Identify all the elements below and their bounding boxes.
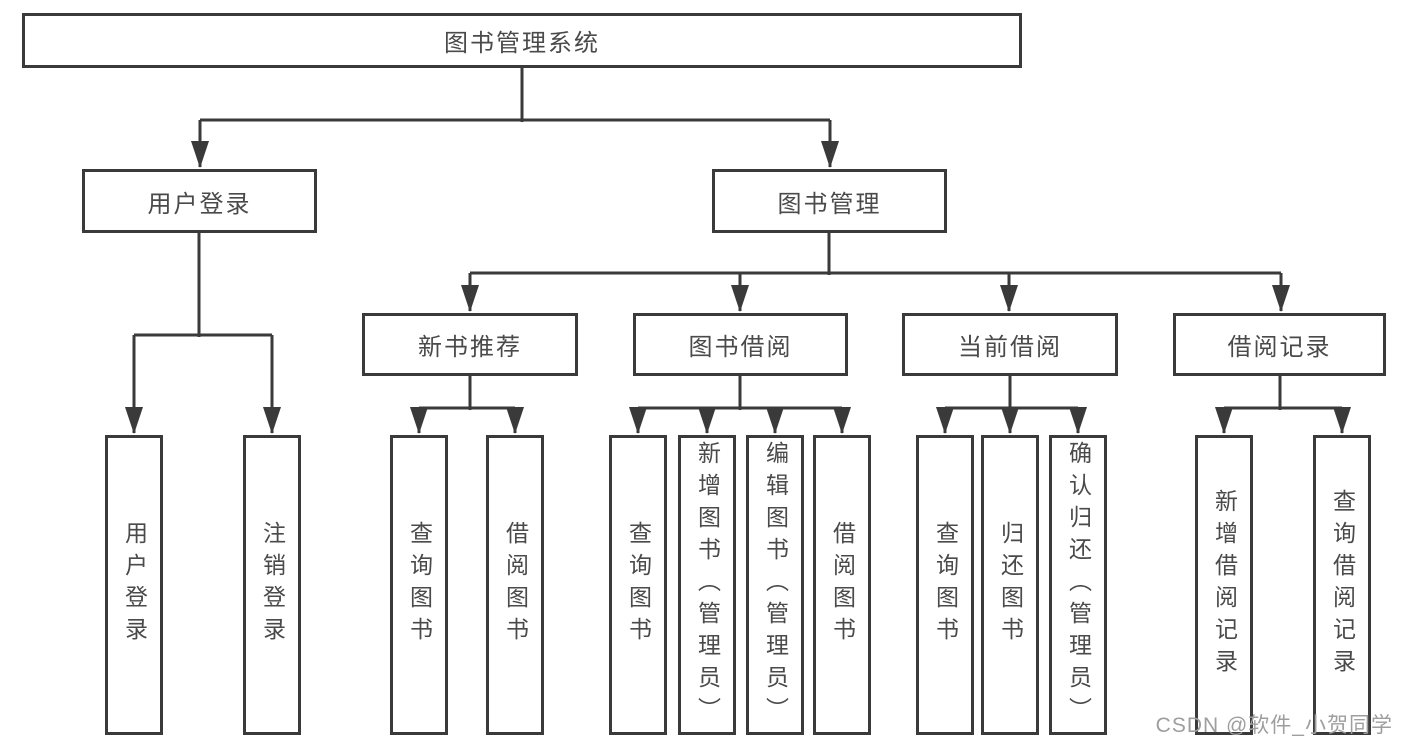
node-label: 图书管理 [777, 190, 882, 218]
node-library-management-system: 图书管理系统 [22, 13, 1022, 68]
leaf-add-books-admin: 新增图书（管理员） [678, 435, 736, 735]
leaf-user-login: 用户登录 [105, 435, 163, 735]
leaf-query-books-recommend: 查询图书 [390, 435, 448, 735]
node-label: 注销登录 [259, 521, 286, 649]
node-label: 用户登录 [147, 190, 252, 218]
leaf-return-books: 归还图书 [981, 435, 1039, 735]
node-label: 确认归还（管理员） [1065, 441, 1092, 729]
leaf-query-borrow-record: 查询借阅记录 [1313, 435, 1371, 735]
leaf-borrow-books-borrowing: 借阅图书 [813, 435, 871, 735]
node-label: 借阅记录 [1227, 334, 1332, 361]
node-label: 用户登录 [121, 521, 148, 649]
node-label: 当前借阅 [958, 334, 1062, 361]
node-label: 查询图书 [932, 521, 959, 649]
leaf-edit-books-admin: 编辑图书（管理员） [746, 435, 804, 735]
node-label: 查询图书 [625, 521, 652, 649]
node-label: 新书推荐 [418, 334, 522, 361]
leaf-confirm-return-admin: 确认归还（管理员） [1049, 435, 1107, 735]
node-label: 新增借阅记录 [1211, 489, 1238, 681]
node-label: 查询图书 [406, 521, 433, 649]
node-label: 查询借阅记录 [1329, 489, 1356, 681]
node-label: 新增图书（管理员） [694, 441, 721, 729]
node-book-borrowing: 图书借阅 [633, 313, 848, 376]
node-current-borrowing: 当前借阅 [902, 313, 1118, 376]
leaf-borrow-books-recommend: 借阅图书 [486, 435, 544, 735]
csdn-watermark: CSDN @软件_小贺同学 [1155, 714, 1393, 737]
leaf-query-books-current: 查询图书 [916, 435, 974, 735]
arrowheads [125, 141, 1351, 434]
node-label: 归还图书 [997, 521, 1024, 649]
leaf-logout-login: 注销登录 [243, 435, 301, 735]
node-label: 借阅图书 [829, 521, 856, 649]
leaf-add-borrow-record: 新增借阅记录 [1195, 435, 1253, 735]
node-new-book-recommendation: 新书推荐 [362, 313, 578, 376]
node-label: 图书管理系统 [444, 30, 600, 57]
node-label: 借阅图书 [502, 521, 529, 649]
leaf-query-books-borrowing: 查询图书 [609, 435, 667, 735]
node-label: 编辑图书（管理员） [762, 441, 789, 729]
node-borrowing-records: 借阅记录 [1173, 313, 1386, 376]
node-book-management: 图书管理 [712, 169, 947, 233]
node-user-login: 用户登录 [82, 169, 317, 233]
node-label: 图书借阅 [688, 334, 793, 361]
